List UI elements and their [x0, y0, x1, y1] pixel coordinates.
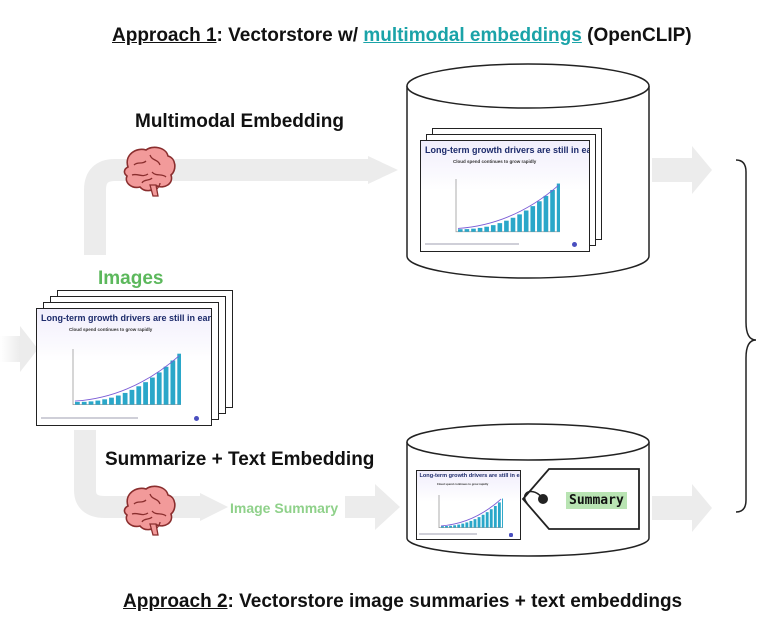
mini-bar [122, 393, 128, 405]
approach-2-suffix: : Vectorstore image summaries + text emb… [227, 591, 683, 612]
mini-bar [530, 206, 536, 232]
upper-flow-arrow [84, 156, 398, 255]
mini-bar [471, 228, 476, 232]
slide-logo [194, 416, 199, 421]
mini-bar [504, 220, 509, 232]
mini-bar [441, 525, 444, 528]
mini-bar-chart [455, 179, 561, 233]
summarize-text-embedding-label: Summarize + Text Embedding [105, 449, 375, 470]
mini-bar [493, 505, 497, 528]
upper-output-arrow [652, 146, 712, 194]
mini-bar [157, 372, 162, 405]
slide-thumbnail: Long-term growth drivers are still in ea… [420, 140, 590, 252]
mini-bar [473, 518, 477, 528]
mini-bar [523, 210, 529, 232]
mini-bar [517, 214, 522, 232]
mini-bar [497, 502, 501, 528]
multimodal-embedding-label: Multimodal Embedding [135, 111, 344, 132]
slide-thumbnail: Long-term growth drivers are still in ea… [416, 470, 521, 540]
mini-trend-line [440, 498, 502, 527]
slide-logo [509, 533, 513, 537]
mini-bar [489, 509, 493, 528]
mini-bar [177, 353, 182, 405]
mini-bar [477, 516, 481, 528]
chart-title: Cloud spend continues to grow rapidly [453, 159, 537, 164]
mini-bar [102, 399, 108, 405]
slide-logo [572, 242, 577, 247]
summary-tag-text: Summary [566, 492, 627, 509]
mini-bar [537, 201, 542, 232]
slide-footer-line [425, 243, 519, 245]
mini-bar [465, 522, 469, 528]
mini-bar [129, 389, 135, 405]
chart-title: Cloud spend continues to grow rapidly [436, 482, 489, 487]
summary-to-store-arrow [345, 484, 400, 530]
mini-trend-line [457, 185, 559, 229]
mini-bar [143, 382, 149, 405]
brain-icon [123, 146, 176, 197]
mini-bar [543, 195, 549, 232]
mini-bar [95, 400, 101, 405]
mini-bar-chart [72, 349, 182, 406]
chart-title: Cloud spend continues to grow rapidly [69, 327, 153, 332]
mini-bar [556, 183, 561, 232]
mini-bar [449, 525, 452, 528]
mini-bar [88, 401, 94, 405]
slide-title: Long-term growth drivers are still in ea… [425, 145, 589, 155]
lower-flow-arrow [74, 430, 228, 521]
approach-1-middle: : Vectorstore w/ [216, 25, 364, 46]
image-summary-label: Image Summary [230, 500, 339, 516]
mini-bar [75, 402, 80, 405]
curly-brace-icon [735, 159, 757, 513]
mini-bar [469, 520, 473, 528]
mini-bar [458, 229, 463, 232]
mini-bar [490, 225, 496, 232]
mini-bar [445, 525, 448, 528]
mini-bar [461, 523, 465, 528]
slide-title: Long-term growth drivers are still in ea… [41, 313, 212, 323]
mini-bar [109, 397, 115, 405]
approach-1-prefix: Approach 1 [112, 25, 217, 46]
mini-bar [550, 190, 555, 232]
mini-bar [163, 366, 169, 405]
slide-footer-line [41, 417, 138, 419]
slide-title: Long-term growth drivers are still in ea… [419, 473, 520, 480]
mini-bar [497, 223, 503, 232]
slide-footer-line [419, 533, 478, 536]
lower-output-arrow [652, 484, 712, 532]
mini-bar [481, 514, 485, 528]
brain-icon [123, 485, 176, 536]
slide-thumbnail: Long-term growth drivers are still in ea… [36, 308, 212, 426]
mini-bar [510, 217, 516, 232]
mini-bar [477, 227, 483, 232]
mini-bar [453, 525, 457, 528]
mini-bar [170, 360, 176, 405]
mini-bar [484, 226, 489, 232]
approach-1-heading: Approach 1: Vectorstore w/ multimodal em… [112, 25, 692, 47]
mini-bar-chart [438, 494, 504, 528]
approach-2-heading: Approach 2: Vectorstore image summaries … [123, 591, 682, 613]
mini-bar [502, 498, 504, 528]
mini-bar [136, 386, 142, 405]
mini-bar [116, 395, 121, 405]
approach-1-suffix: (OpenCLIP) [581, 25, 692, 46]
mini-bar [464, 229, 470, 232]
entry-arrow [0, 326, 38, 372]
mini-bar [485, 511, 489, 528]
chart-axis [72, 349, 182, 406]
images-label: Images [98, 268, 164, 289]
mini-bar [150, 377, 155, 405]
mini-bar [82, 401, 87, 405]
mini-bar [457, 524, 461, 528]
approach-2-prefix: Approach 2 [123, 591, 228, 612]
mini-trend-line [75, 355, 180, 402]
multimodal-embeddings-link[interactable]: multimodal embeddings [363, 25, 582, 46]
